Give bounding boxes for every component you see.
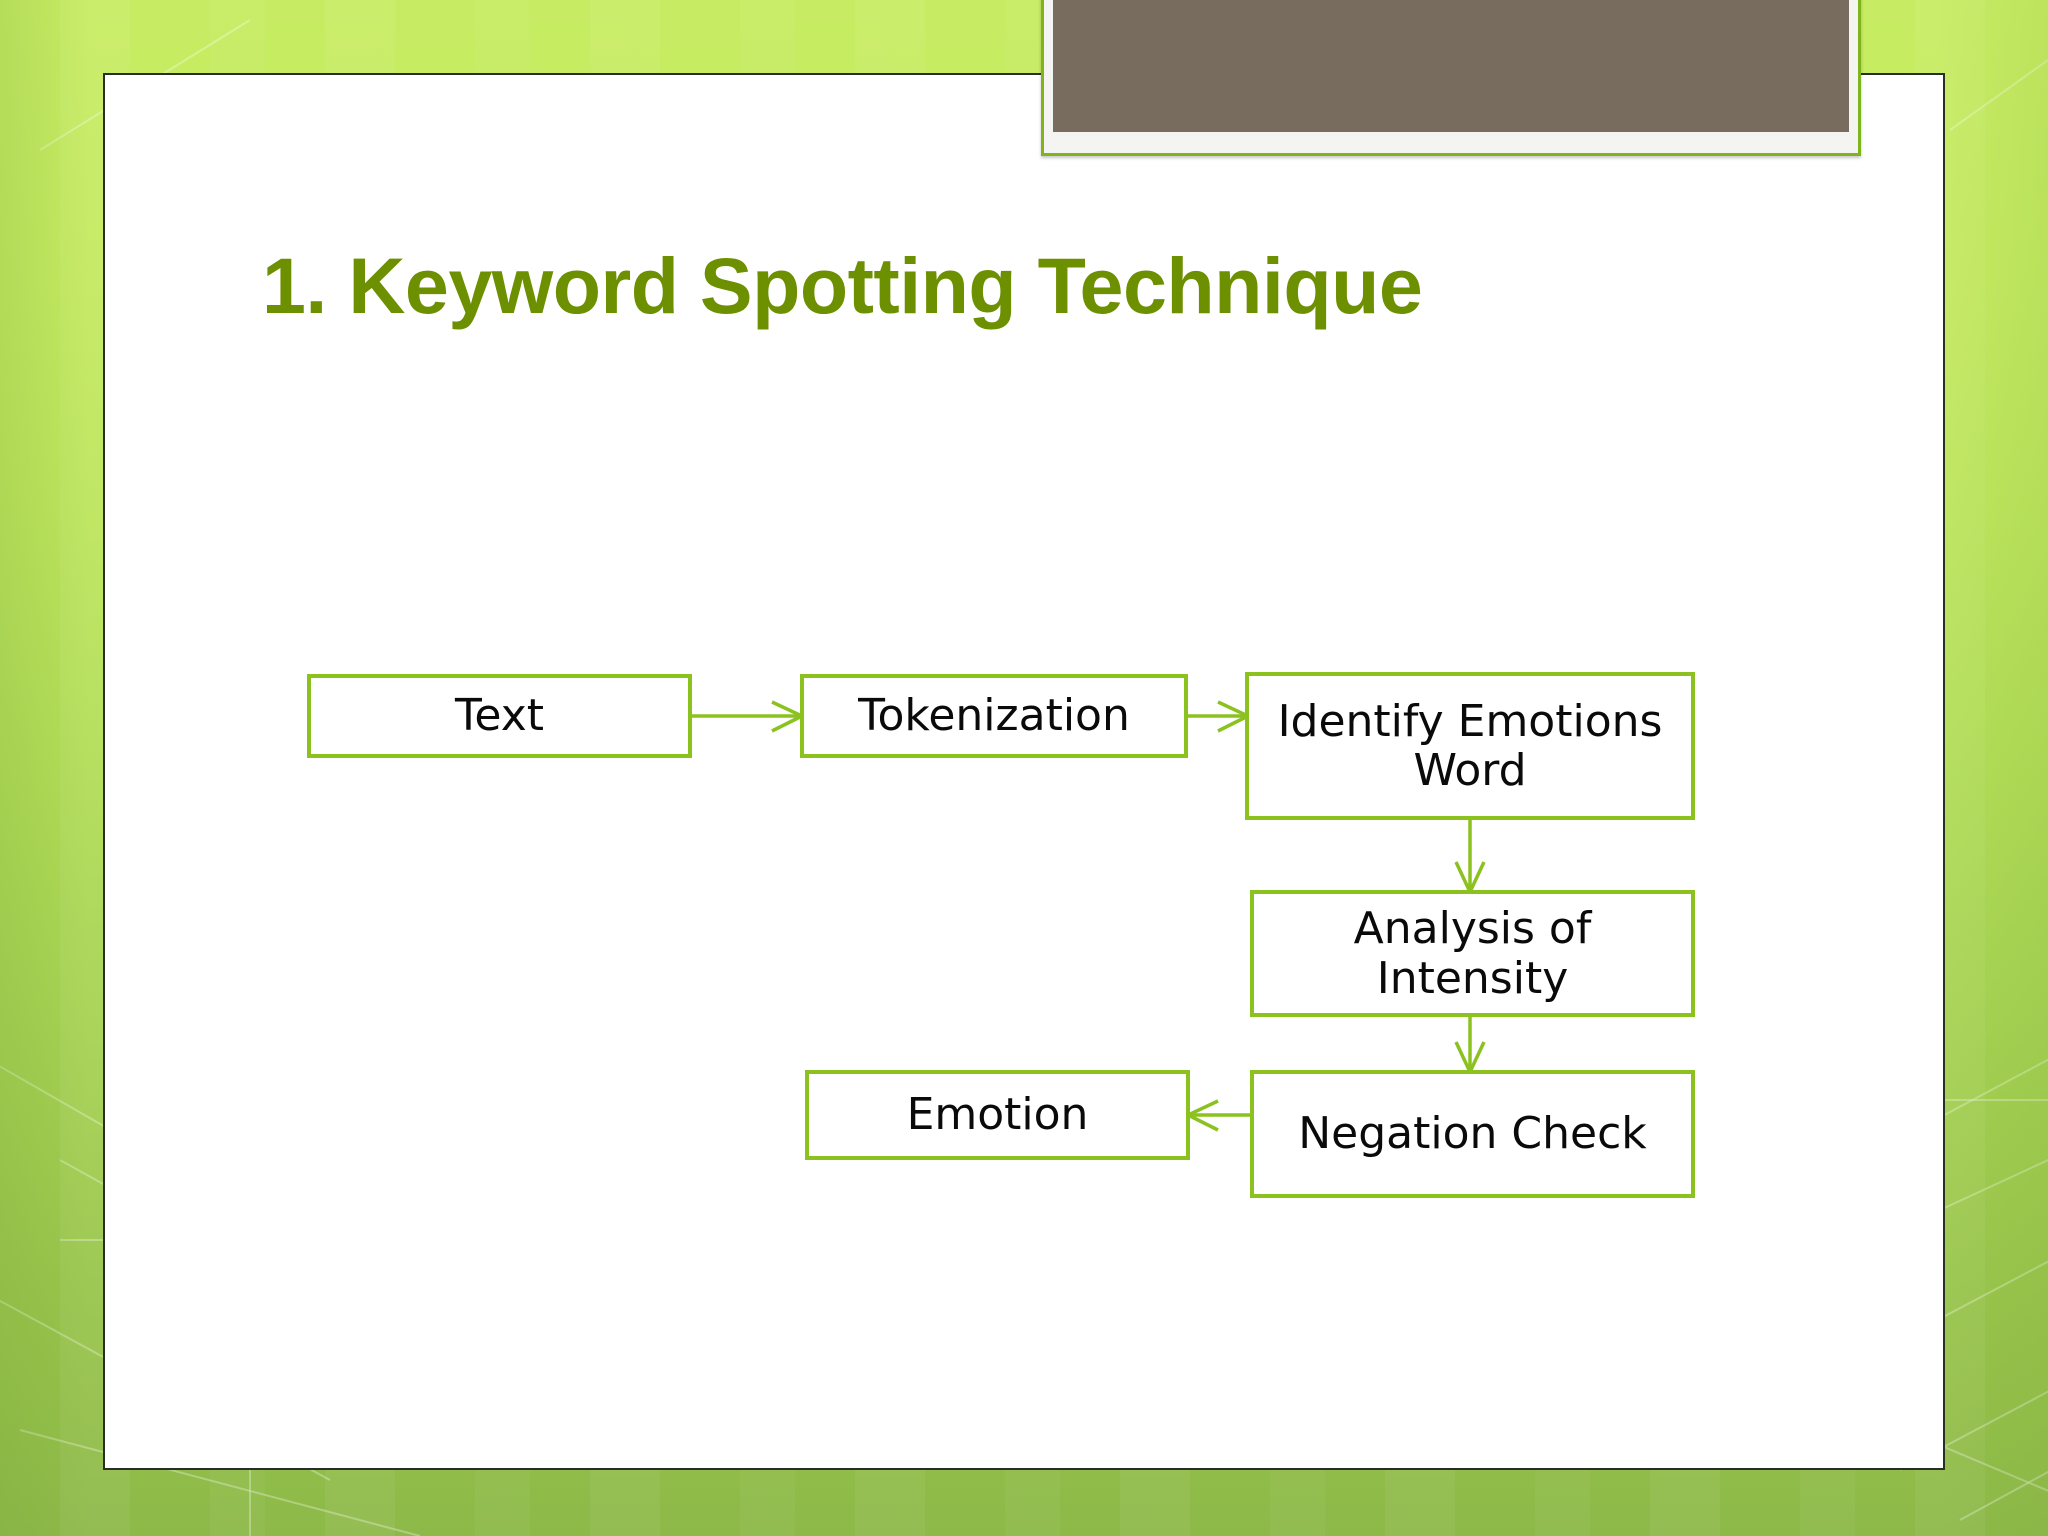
picture-placeholder-fill bbox=[1053, 0, 1849, 132]
flow-node-analysis-of-intensity[interactable]: Analysis of Intensity bbox=[1250, 890, 1695, 1017]
flow-node-identify-emotions-word[interactable]: Identify Emotions Word bbox=[1245, 672, 1695, 820]
flow-node-tokenization[interactable]: Tokenization bbox=[800, 674, 1188, 758]
flow-node-text[interactable]: Text bbox=[307, 674, 692, 758]
page-title: 1. Keyword Spotting Technique bbox=[262, 241, 1423, 330]
flow-node-negation-check[interactable]: Negation Check bbox=[1250, 1070, 1695, 1198]
flow-node-emotion[interactable]: Emotion bbox=[805, 1070, 1190, 1160]
